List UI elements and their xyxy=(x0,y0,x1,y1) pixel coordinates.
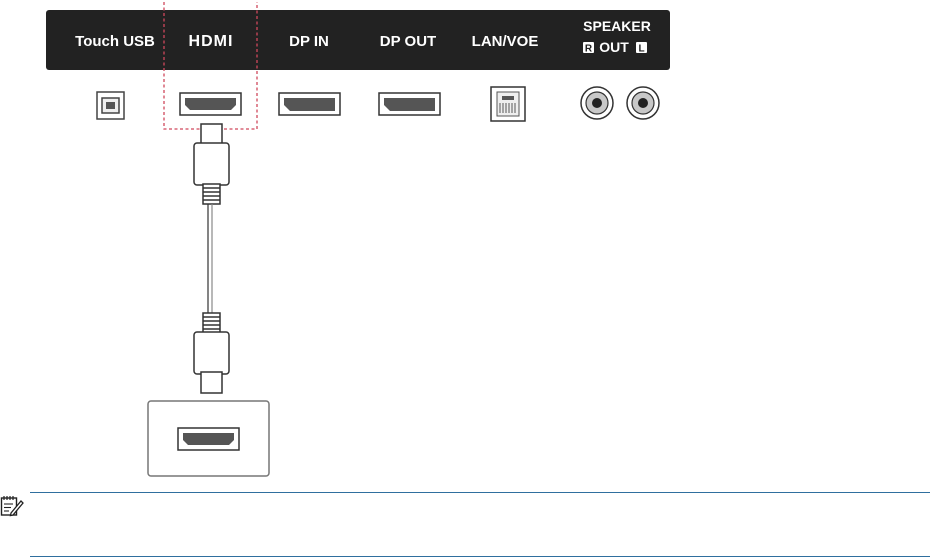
displayport-out-icon xyxy=(379,93,440,115)
hdmi-port-icon xyxy=(180,93,241,115)
port-label-lan-voe: LAN/VOE xyxy=(472,33,539,50)
port-label-dp-out: DP OUT xyxy=(380,33,436,50)
svg-text:L: L xyxy=(638,44,644,55)
svg-text:R: R xyxy=(585,44,593,55)
port-label-dp-in: DP IN xyxy=(289,33,329,50)
rj45-port-icon xyxy=(491,87,525,121)
hdmi-source-port-icon xyxy=(148,401,269,476)
speaker-right-badge: R xyxy=(583,42,594,55)
note-bottom-rule xyxy=(30,556,930,557)
note-icon xyxy=(0,494,24,523)
note-top-rule xyxy=(30,492,930,493)
audio-jack-icon-left xyxy=(627,87,659,119)
speaker-out-label: OUT xyxy=(599,39,629,55)
speaker-title: SPEAKER xyxy=(583,18,651,34)
port-label-touch-usb: Touch USB xyxy=(75,33,155,50)
speaker-left-badge: L xyxy=(636,42,647,55)
displayport-in-icon xyxy=(279,93,340,115)
hdmi-cable-icon xyxy=(194,124,229,393)
port-label-hdmi: HDMI xyxy=(189,33,234,50)
usb-b-port-icon xyxy=(97,92,124,119)
audio-jack-icon-right xyxy=(581,87,613,119)
